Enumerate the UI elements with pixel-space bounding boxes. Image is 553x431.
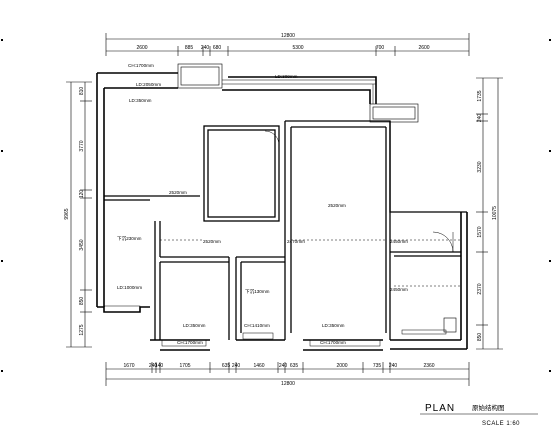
- bottom-dim-3: 1705: [179, 363, 190, 369]
- top-total-dimension: 12800: [281, 33, 295, 39]
- top-dim-3: 680: [213, 45, 222, 51]
- top-dim-4: 5300: [292, 45, 303, 51]
- left-dim-0: 810: [79, 87, 85, 96]
- label-ch-bottom-right: CH:1700mm: [320, 340, 346, 345]
- border-ticks: [1, 39, 551, 372]
- bottom-dim-12: 2360: [423, 363, 434, 369]
- interior-walls: [104, 120, 467, 340]
- right-dim-1: 240: [477, 114, 483, 123]
- bottom-dim-7: 240: [279, 363, 288, 369]
- right-dim-4: 2370: [477, 283, 483, 294]
- label-ld-left-room: LD:350mm: [129, 98, 152, 103]
- door-swings: [264, 130, 454, 253]
- label-beam-right: 2450mm: [390, 239, 408, 244]
- bottom-dimension-chain: [105, 362, 470, 386]
- label-ld-left-lower: LD:1000mm: [117, 285, 142, 290]
- label-beam-center: 2520mm: [328, 203, 346, 208]
- balcony-fixtures: [177, 63, 457, 333]
- right-dim-3: 1570: [477, 226, 483, 237]
- label-ch-bottom-center: CH:1410mm: [244, 323, 270, 328]
- bottom-dim-11: 240: [389, 363, 398, 369]
- left-dim-4: 850: [79, 297, 85, 306]
- bottom-dim-4: 635: [222, 363, 231, 369]
- label-beam-right-low: 2450mm: [390, 287, 408, 292]
- label-ld-bottom-left: LD:350mm: [183, 323, 206, 328]
- bottom-dim-10: 735: [373, 363, 382, 369]
- top-dim-0: 2600: [136, 45, 147, 51]
- exterior-walls: [96, 72, 468, 351]
- bottom-dim-1: 240: [149, 363, 158, 369]
- top-dim-1: 885: [185, 45, 194, 51]
- top-dim-2: 240: [201, 45, 210, 51]
- right-dimension-chain: [476, 77, 503, 350]
- bottom-dim-9: 2000: [336, 363, 347, 369]
- left-dimension-chain: [66, 81, 92, 348]
- label-drop-left: 下沉230mm: [117, 235, 142, 242]
- top-dim-6: 2600: [418, 45, 429, 51]
- left-dim-2: 120: [79, 190, 85, 199]
- bottom-dim-0: 1670: [123, 363, 134, 369]
- right-dim-0: 1735: [477, 90, 483, 101]
- label-drop-center: 下沉130mm: [245, 288, 270, 295]
- right-dim-2: 3230: [477, 161, 483, 172]
- title-block: PLAN 原始结构图 SCALE 1:60: [420, 403, 538, 427]
- left-dim-1: 3770: [79, 140, 85, 151]
- bottom-dim-8: 635: [290, 363, 299, 369]
- label-beam-left: 2520mm: [169, 190, 187, 195]
- label-ch-top: CH:1700mm: [128, 63, 154, 68]
- plan-label: PLAN: [425, 403, 455, 414]
- left-total-dimension: 9965: [64, 208, 70, 219]
- left-dim-3: 3450: [79, 239, 85, 250]
- label-ld-top-right: LD:300mm: [275, 74, 298, 79]
- label-ch-bottom-left: CH:1700mm: [177, 340, 203, 345]
- bottom-dim-5: 240: [232, 363, 241, 369]
- label-beam-mid: 2470mm: [287, 239, 305, 244]
- label-ld-bottom-right: LD:350mm: [322, 323, 345, 328]
- label-ld-upper-left: LD:2050mm: [136, 82, 161, 87]
- drawing-name: 原始结构图: [472, 403, 505, 412]
- right-total-dimension: 10075: [492, 206, 498, 220]
- right-dim-5: 850: [477, 333, 483, 342]
- top-dim-5: 700: [376, 45, 385, 51]
- bottom-dim-2: 140: [155, 363, 164, 369]
- bottom-total-dimension: 12800: [281, 381, 295, 387]
- label-beam-center-bottom: 2520mm: [203, 239, 221, 244]
- left-dim-5: 1275: [79, 324, 85, 335]
- bottom-dim-6: 1460: [253, 363, 264, 369]
- scale-label: SCALE 1:60: [482, 421, 520, 427]
- beam-dashes: [160, 198, 461, 287]
- top-dimension-chain: [105, 33, 470, 56]
